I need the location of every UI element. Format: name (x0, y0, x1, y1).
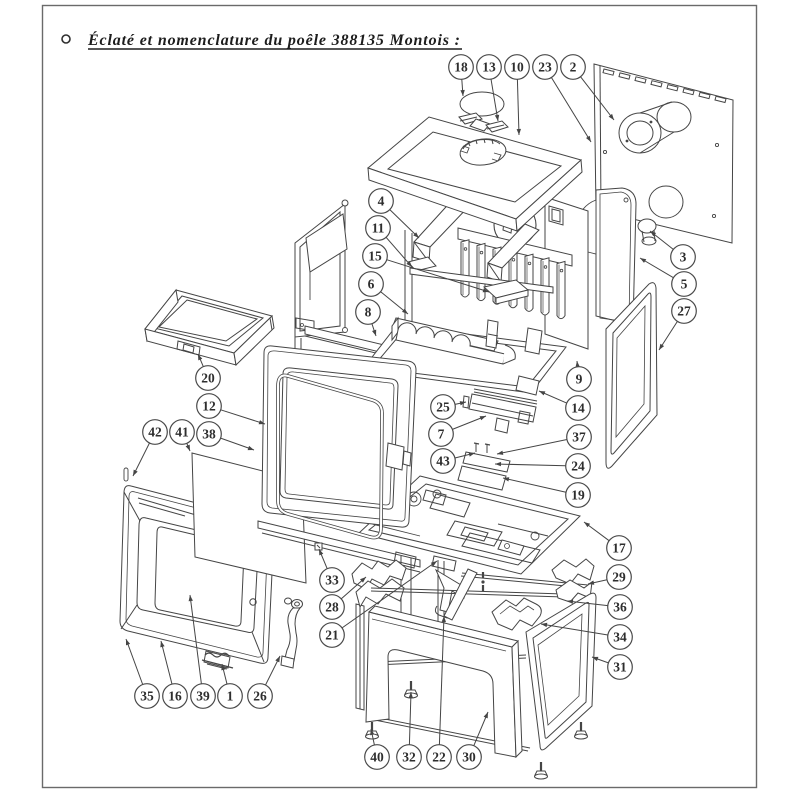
svg-text:21: 21 (325, 628, 339, 643)
svg-text:14: 14 (571, 401, 585, 416)
svg-text:11: 11 (372, 221, 385, 236)
svg-text:13: 13 (482, 60, 496, 75)
svg-text:12: 12 (202, 399, 216, 414)
svg-text:42: 42 (148, 425, 162, 440)
svg-text:5: 5 (681, 277, 688, 292)
svg-text:18: 18 (454, 60, 468, 75)
svg-text:15: 15 (368, 249, 382, 264)
svg-text:10: 10 (510, 60, 524, 75)
svg-text:32: 32 (402, 750, 416, 765)
svg-text:40: 40 (370, 750, 384, 765)
svg-text:34: 34 (613, 630, 627, 645)
svg-text:2: 2 (570, 60, 577, 75)
svg-text:3: 3 (680, 250, 687, 265)
svg-text:6: 6 (368, 277, 375, 292)
svg-text:36: 36 (613, 600, 627, 615)
svg-text:38: 38 (202, 427, 216, 442)
svg-text:23: 23 (538, 60, 552, 75)
svg-text:16: 16 (168, 689, 182, 704)
svg-text:1: 1 (227, 689, 234, 704)
svg-text:41: 41 (175, 425, 189, 440)
svg-text:31: 31 (613, 660, 627, 675)
svg-text:19: 19 (571, 488, 585, 503)
svg-text:43: 43 (436, 454, 450, 469)
svg-text:20: 20 (201, 371, 215, 386)
svg-text:17: 17 (612, 541, 626, 556)
svg-text:4: 4 (378, 194, 385, 209)
svg-text:Éclaté et nomenclature du poêl: Éclaté et nomenclature du poêle 388135 M… (87, 30, 460, 49)
svg-text:25: 25 (436, 400, 450, 415)
svg-text:29: 29 (612, 570, 626, 585)
svg-text:27: 27 (677, 304, 691, 319)
svg-text:24: 24 (571, 459, 585, 474)
svg-text:37: 37 (572, 430, 586, 445)
svg-text:8: 8 (365, 305, 372, 320)
svg-text:39: 39 (196, 689, 210, 704)
svg-text:28: 28 (325, 600, 339, 615)
svg-text:7: 7 (438, 427, 445, 442)
svg-text:26: 26 (253, 689, 267, 704)
svg-text:35: 35 (140, 689, 154, 704)
svg-text:33: 33 (325, 573, 339, 588)
svg-text:22: 22 (432, 750, 446, 765)
svg-text:30: 30 (462, 750, 476, 765)
svg-text:9: 9 (576, 372, 583, 387)
